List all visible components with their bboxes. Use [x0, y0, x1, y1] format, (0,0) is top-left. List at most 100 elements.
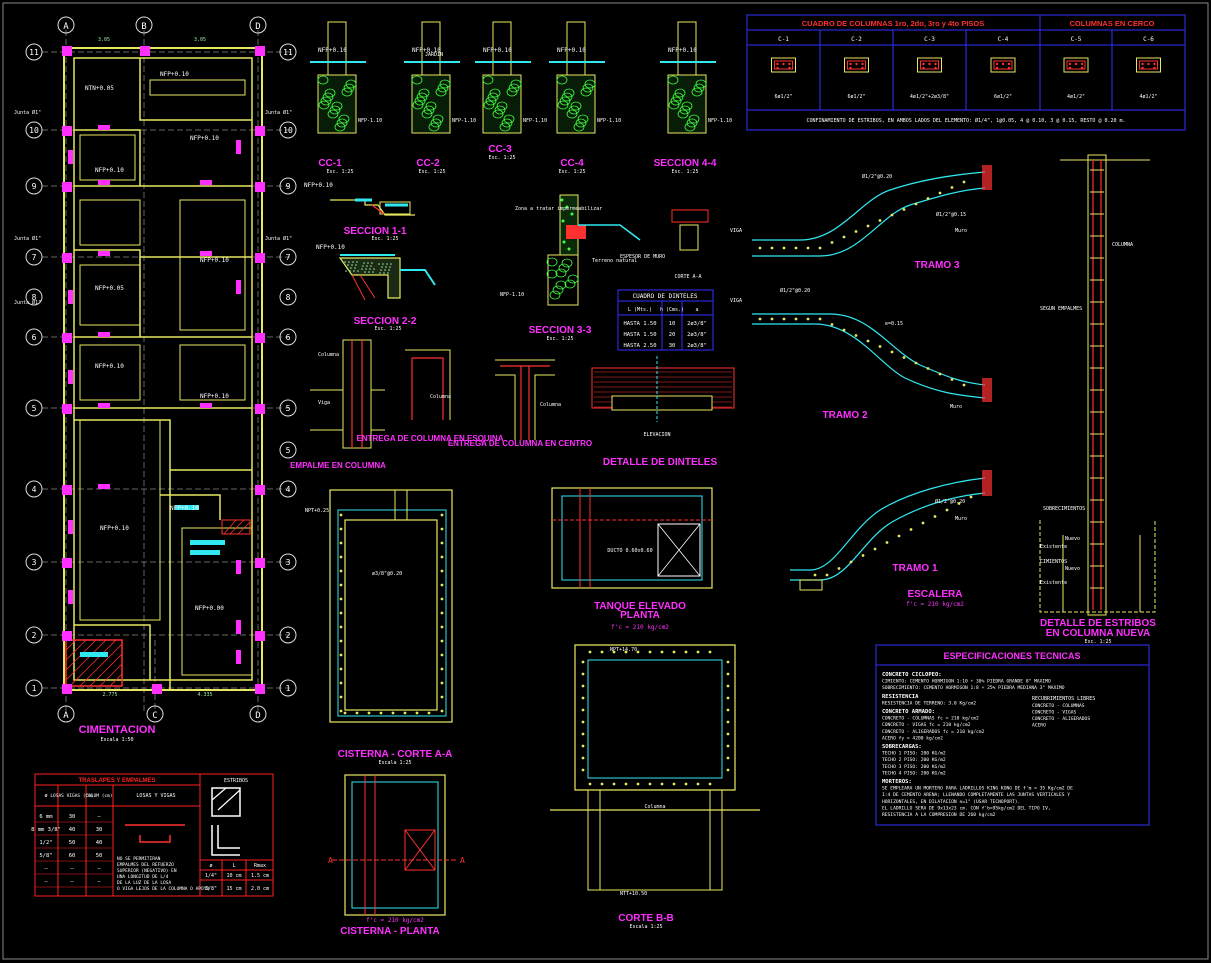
dinteles-cell: 2ø3/8" — [687, 321, 707, 327]
gravel-speck — [561, 219, 565, 223]
cc3-scale: Esc. 1:25 — [488, 155, 515, 161]
sec33-title: SECCION 3-3 — [529, 325, 592, 336]
gravel-stone — [561, 258, 573, 268]
gravel-stone — [318, 100, 330, 110]
traslapes-cell: 8 mm 3/8" — [31, 827, 61, 833]
concrete-speck — [364, 271, 366, 273]
traslapes-cell: 50 — [69, 840, 76, 846]
stair-rebar-dot — [842, 328, 846, 332]
traslapes-cell: 60 — [69, 853, 76, 859]
rebar-dot — [726, 672, 730, 676]
stair-rebar-dot — [890, 213, 894, 217]
spec-line: CONCRETO - ALIGERADOS fc = 210 kg/cm2 — [882, 729, 985, 735]
plan-level-2: NFP+0.10 — [160, 71, 189, 78]
estribos-scale: Esc. 1:25 — [1084, 639, 1111, 645]
dinteles-cell: 2ø3/8" — [687, 343, 707, 349]
row-axis-bubble — [279, 679, 297, 697]
traslapes-cell: 30 — [69, 814, 76, 820]
stair-rebar-dot — [866, 339, 870, 343]
concrete-speck — [366, 265, 368, 267]
footing-level: NFP+0.10 — [412, 47, 441, 54]
rebar-dot — [440, 653, 444, 657]
stair-rebar-dot — [962, 383, 966, 387]
column-bar — [934, 62, 937, 66]
tras-h3: COLUM (cm) — [85, 793, 112, 799]
rebar-dot — [636, 650, 640, 654]
stair-rebar-dot — [782, 317, 786, 321]
concrete-speck — [356, 261, 358, 263]
spec-line: CIMIENTO: CEMENTO HORMIGON 1:10 + 30% PI… — [882, 679, 1051, 685]
footing-level-low: NFP-1.10 — [452, 118, 476, 124]
stair-rebar-dot — [866, 224, 870, 228]
tramo1-title: TRAMO 1 — [893, 563, 938, 574]
row-axis-bubble — [279, 553, 297, 571]
joint-5: Junta Ø1" — [14, 299, 41, 306]
concrete-speck — [367, 262, 369, 264]
traslapes-cell: 30 — [96, 827, 103, 833]
row-axis-label: 3 — [286, 558, 291, 567]
gravel-stone — [580, 87, 592, 97]
row-axis-bubble — [279, 399, 297, 417]
row-axis-label: 1 — [32, 684, 37, 693]
row-axis-bubble — [279, 441, 297, 459]
gravel-stone — [494, 105, 506, 115]
gravel-stone — [693, 83, 705, 93]
gravel-stone — [667, 75, 679, 85]
spec-line: RESISTENCIA DE TERRENO: 3.0 Kg/cm2 — [882, 700, 976, 706]
dinteles-table: CUADRO DE DINTELES L (Mts.) h (Cms.) a H… — [617, 289, 714, 351]
tramo1-rebar: Ø1/2"@0.20 — [935, 498, 965, 505]
column-bar — [934, 66, 937, 70]
gravel-stone — [501, 118, 513, 128]
gravel-stone — [555, 280, 567, 290]
cisterna-planta: A A f'c = 210 kg/cm2 CISTERNA - PLANTA — [328, 774, 465, 937]
rebar-dot — [440, 569, 444, 573]
concrete-speck — [354, 267, 356, 269]
tanque-ducto: DUCTO 0.60x0.60 — [607, 548, 652, 554]
gravel-stone — [425, 101, 437, 111]
spec-line: CONCRETO - COLUMNAS fc = 210 kg/cm2 — [882, 716, 979, 722]
rebar-dot — [696, 782, 700, 786]
traslapes-title: TRASLAPES Y EMPALMES — [78, 778, 155, 784]
tramo3-viga: VIGA — [730, 228, 742, 234]
cist-planta-a-left: A — [328, 856, 333, 865]
column-label: C-2 — [851, 36, 862, 43]
column-bar — [1074, 62, 1078, 66]
rebar-dot — [339, 611, 343, 615]
corte-bb-title: CORTE B-B — [618, 913, 674, 924]
estribos-cimientos: CIMIENTOS — [1040, 559, 1067, 565]
rebar-dot — [339, 555, 343, 559]
estr-r2c2: 15 cm — [226, 886, 241, 892]
row-axis-label: 10 — [29, 126, 39, 135]
dinteles-h3: a — [695, 307, 698, 313]
gravel-stone — [317, 75, 329, 85]
column-section — [844, 57, 869, 73]
row-axis-bubble — [279, 248, 297, 266]
estr-h3: Rmax — [254, 863, 266, 869]
tanque-title-1: TANQUE ELEVADO — [594, 601, 686, 612]
rebar-dot — [440, 695, 444, 699]
rebar-dot — [581, 756, 585, 760]
stair-rebar-dot — [878, 219, 882, 222]
rebar-dot — [648, 650, 652, 654]
entrega-esq-columna: Columna — [430, 394, 451, 400]
stair-rebar-dot — [878, 345, 882, 348]
rebar-dot — [379, 711, 383, 715]
gravel-stone — [341, 87, 353, 97]
column-bar — [788, 66, 791, 70]
dim-bottom-1: 2.775 — [102, 692, 117, 698]
concrete-speck — [387, 272, 389, 274]
tramo3-rebar-b: Ø1/2"@0.15 — [936, 211, 966, 218]
row-axis-bubble — [25, 679, 43, 697]
concrete-speck — [368, 271, 370, 273]
footing-level: NFP+0.10 — [483, 47, 512, 54]
cc1-scale: Esc. 1:25 — [326, 169, 353, 175]
column-bar — [1141, 66, 1144, 70]
estr-r2c1: 3/8" — [205, 886, 217, 892]
gravel-stone — [559, 96, 571, 106]
rebar-dot — [440, 597, 444, 601]
estribos-existente-1: Existente — [1040, 544, 1067, 550]
rebar-dot — [440, 555, 444, 559]
escalera-title: ESCALERA — [907, 589, 962, 600]
footing-level-low: NFP-1.10 — [708, 118, 732, 124]
concrete-speck — [383, 272, 385, 274]
